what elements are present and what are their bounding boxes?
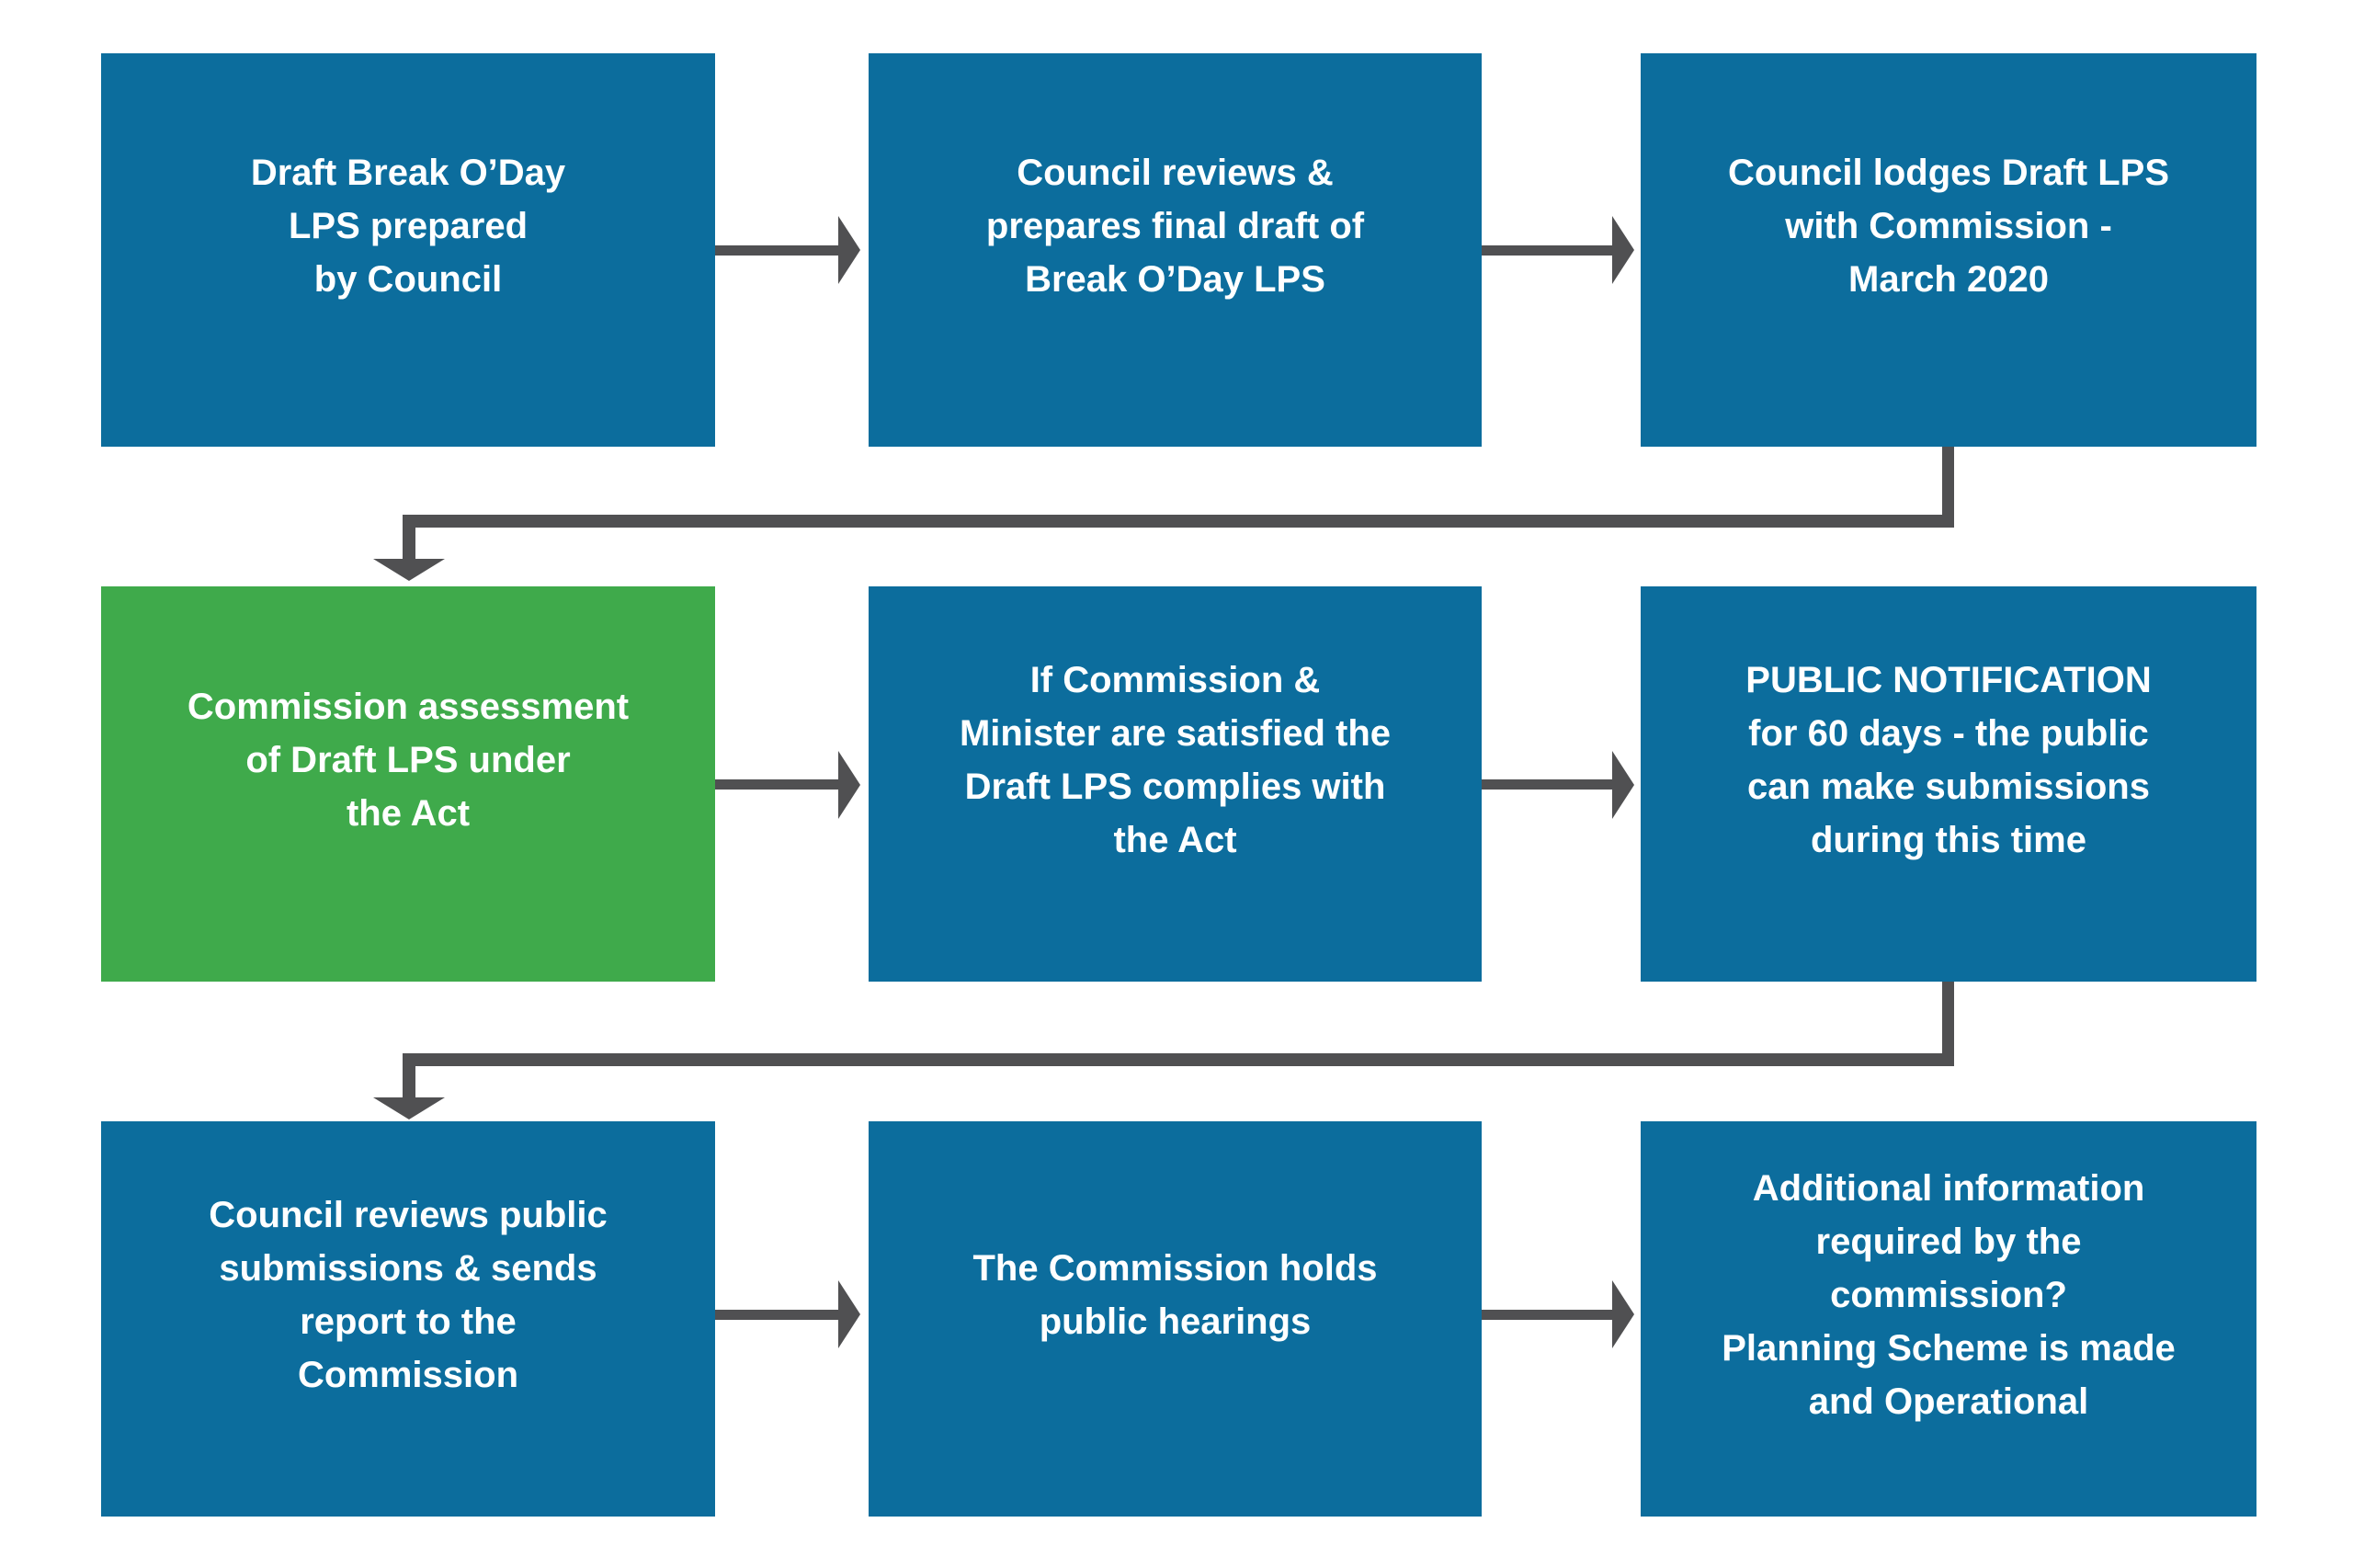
arrow-down-icon	[373, 1097, 445, 1119]
connector-vertical-segment	[1942, 447, 1954, 528]
arrow-shaft	[715, 1310, 838, 1320]
flow-box-commission-assessment: Commission assessment of Draft LPS under…	[101, 586, 715, 982]
connector-horizontal-segment	[403, 1053, 1954, 1066]
arrow-right-icon	[1612, 216, 1634, 284]
flow-box-additional-information: Additional information required by the c…	[1641, 1121, 2256, 1517]
flow-box-satisfied-with-act: If Commission & Minister are satisfied t…	[869, 586, 1482, 982]
flow-box-public-notification: PUBLIC NOTIFICATION for 60 days - the pu…	[1641, 586, 2256, 982]
arrow-shaft	[1482, 245, 1612, 256]
arrow-right-icon	[838, 751, 860, 819]
arrow-shaft	[715, 779, 838, 790]
box-label: If Commission & Minister are satisfied t…	[959, 660, 1392, 860]
box-label: Council lodges Draft LPS with Commission…	[1727, 153, 2170, 300]
connector-horizontal-segment	[403, 515, 1954, 528]
arrow-shaft	[1482, 1310, 1612, 1320]
flow-box-draft-prepared: Draft Break O’Day LPS prepared by Counci…	[101, 53, 715, 447]
flow-box-council-reviews-submissions: Council reviews public submissions & sen…	[101, 1121, 715, 1517]
arrow-down-icon	[373, 559, 445, 581]
connector-vertical-segment	[403, 515, 415, 561]
arrow-right-icon	[838, 216, 860, 284]
box-label: Council reviews & prepares final draft o…	[985, 153, 1365, 300]
arrow-right-icon	[1612, 751, 1634, 819]
box-label: The Commission holds public hearings	[972, 1248, 1378, 1342]
box-label: Draft Break O’Day LPS prepared by Counci…	[250, 153, 566, 300]
box-label: PUBLIC NOTIFICATION for 60 days - the pu…	[1745, 660, 2152, 860]
arrow-right-icon	[838, 1280, 860, 1348]
box-label: Additional information required by the c…	[1722, 1168, 2176, 1422]
connector-vertical-segment	[403, 1053, 415, 1099]
arrow-shaft	[715, 245, 838, 256]
box-label: Commission assessment of Draft LPS under…	[187, 687, 630, 834]
connector-vertical-segment	[1942, 982, 1954, 1066]
box-label: Council reviews public submissions & sen…	[209, 1195, 608, 1395]
arrow-right-icon	[1612, 1280, 1634, 1348]
flow-box-council-lodges: Council lodges Draft LPS with Commission…	[1641, 53, 2256, 447]
flow-box-public-hearings: The Commission holds public hearings	[869, 1121, 1482, 1517]
arrow-shaft	[1482, 779, 1612, 790]
flow-box-council-reviews: Council reviews & prepares final draft o…	[869, 53, 1482, 447]
